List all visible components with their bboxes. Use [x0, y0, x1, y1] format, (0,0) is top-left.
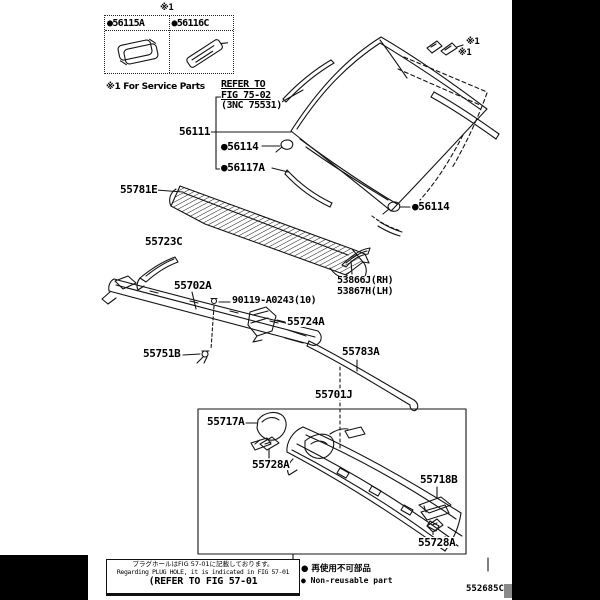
bolt-90119-drawing: [210, 297, 218, 350]
legend-non-reusable-en: ● Non-reusable part: [301, 575, 393, 585]
plug-hole-note-en: Regarding PLUG HOLE, it is indicated in …: [116, 567, 290, 576]
part-label-55702A: 55702A: [173, 279, 213, 292]
cowl-inner-assembly-drawing: [286, 426, 463, 552]
refer-note: REFER TO FIG 75-02 (3NC 75531): [221, 79, 282, 112]
part-label-56111: 56111: [178, 125, 212, 138]
service-parts-box: ●56115A ●56116C: [104, 15, 234, 74]
part-label-55781E: 55781E: [119, 183, 159, 196]
side-molding-drawing: [371, 56, 500, 237]
service-part-56116C-area: [170, 31, 234, 73]
bracket-55717A-drawing: [250, 411, 287, 451]
bracket-55723C-drawing: [136, 256, 179, 291]
service-parts-footnote: ※1 For Service Parts: [106, 82, 205, 92]
part-label-55728A-upper: 55728A: [251, 458, 291, 471]
refer-note-line3: (3NC 75531): [221, 100, 282, 111]
part-label-asterisk-clip-2: ※1: [457, 48, 473, 58]
legend: ● 再使用不可部品 ● Non-reusable part: [301, 565, 393, 585]
plug-hole-note-ref: (REFER TO FIG 57-01: [148, 575, 258, 587]
drawing-number: 552685C: [466, 584, 504, 594]
part-label-55724A: 55724A: [286, 315, 326, 328]
scan-black-band-right: [512, 0, 600, 600]
clip-55728A-lower-drawing: [426, 518, 444, 533]
clip-55728A-upper-drawing: [259, 436, 280, 451]
part-label-56114-upper: ●56114: [220, 140, 260, 153]
part-label-55717A: 55717A: [206, 415, 246, 428]
scan-gray-block: [504, 584, 512, 598]
clip-55751B-drawing: [196, 350, 210, 364]
part-label-55723C: 55723C: [144, 235, 184, 248]
part-label-56117A: ●56117A: [220, 161, 266, 174]
assembly-frame-box: [197, 408, 467, 555]
cowl-louver-drawing: [169, 185, 370, 281]
windshield-glass-drawing: [290, 36, 488, 212]
service-clip-drawings: [426, 40, 458, 56]
part-label-53866J-RH: 53866J(RH): [336, 275, 395, 286]
part-label-56115A: ●56115A: [105, 16, 169, 31]
leader-lines: [155, 44, 489, 572]
part-label-55783A: 55783A: [341, 345, 381, 358]
service-part-56116C-drawing: [186, 39, 229, 68]
part-label-55701J: 55701J: [314, 388, 354, 401]
part-label-55751B: 55751B: [142, 347, 182, 360]
legend-non-reusable-jp: ● 再使用不可部品: [301, 564, 371, 574]
upper-molding-drawing: [282, 59, 335, 103]
part-label-55718B: 55718B: [419, 473, 459, 486]
bracket-53866-drawing: [341, 247, 371, 268]
bracket-55724A-drawing: [247, 306, 277, 343]
service-parts-cell-56116C: ●56116C: [168, 16, 234, 73]
part-label-asterisk-clip-1: ※1: [465, 37, 481, 47]
strip-55783A-drawing: [306, 340, 419, 412]
service-part-56115A-drawing: [117, 38, 159, 66]
part-label-55728A-lower: 55728A: [417, 536, 457, 549]
part-label-56116C: ●56116C: [169, 16, 233, 31]
scan-black-corner-bottom-left: [0, 555, 88, 600]
service-part-56115A-area: [105, 31, 169, 73]
part-label-56114-right: ●56114: [411, 200, 451, 213]
plug-hole-note-box: プラグホールはFIG 57-01に記載しております。 Regarding PLU…: [106, 559, 300, 596]
refer-note-line1: REFER TO: [221, 79, 266, 90]
refer-note-line2: FIG 75-02: [221, 89, 271, 101]
service-parts-cell-56115A: ●56115A: [105, 16, 169, 73]
part-label-asterisk-box: ※1: [159, 3, 175, 13]
bracket-55718B-drawing: [418, 496, 452, 521]
lower-molding-drawing: [284, 169, 333, 208]
part-label-53867H-LH: 53867H(LH): [336, 286, 395, 297]
part-label-90119-A0243: 90119-A0243(10): [231, 295, 318, 306]
plug-hole-note-jp: プラグホールはFIG 57-01に記載しております。: [132, 560, 274, 568]
